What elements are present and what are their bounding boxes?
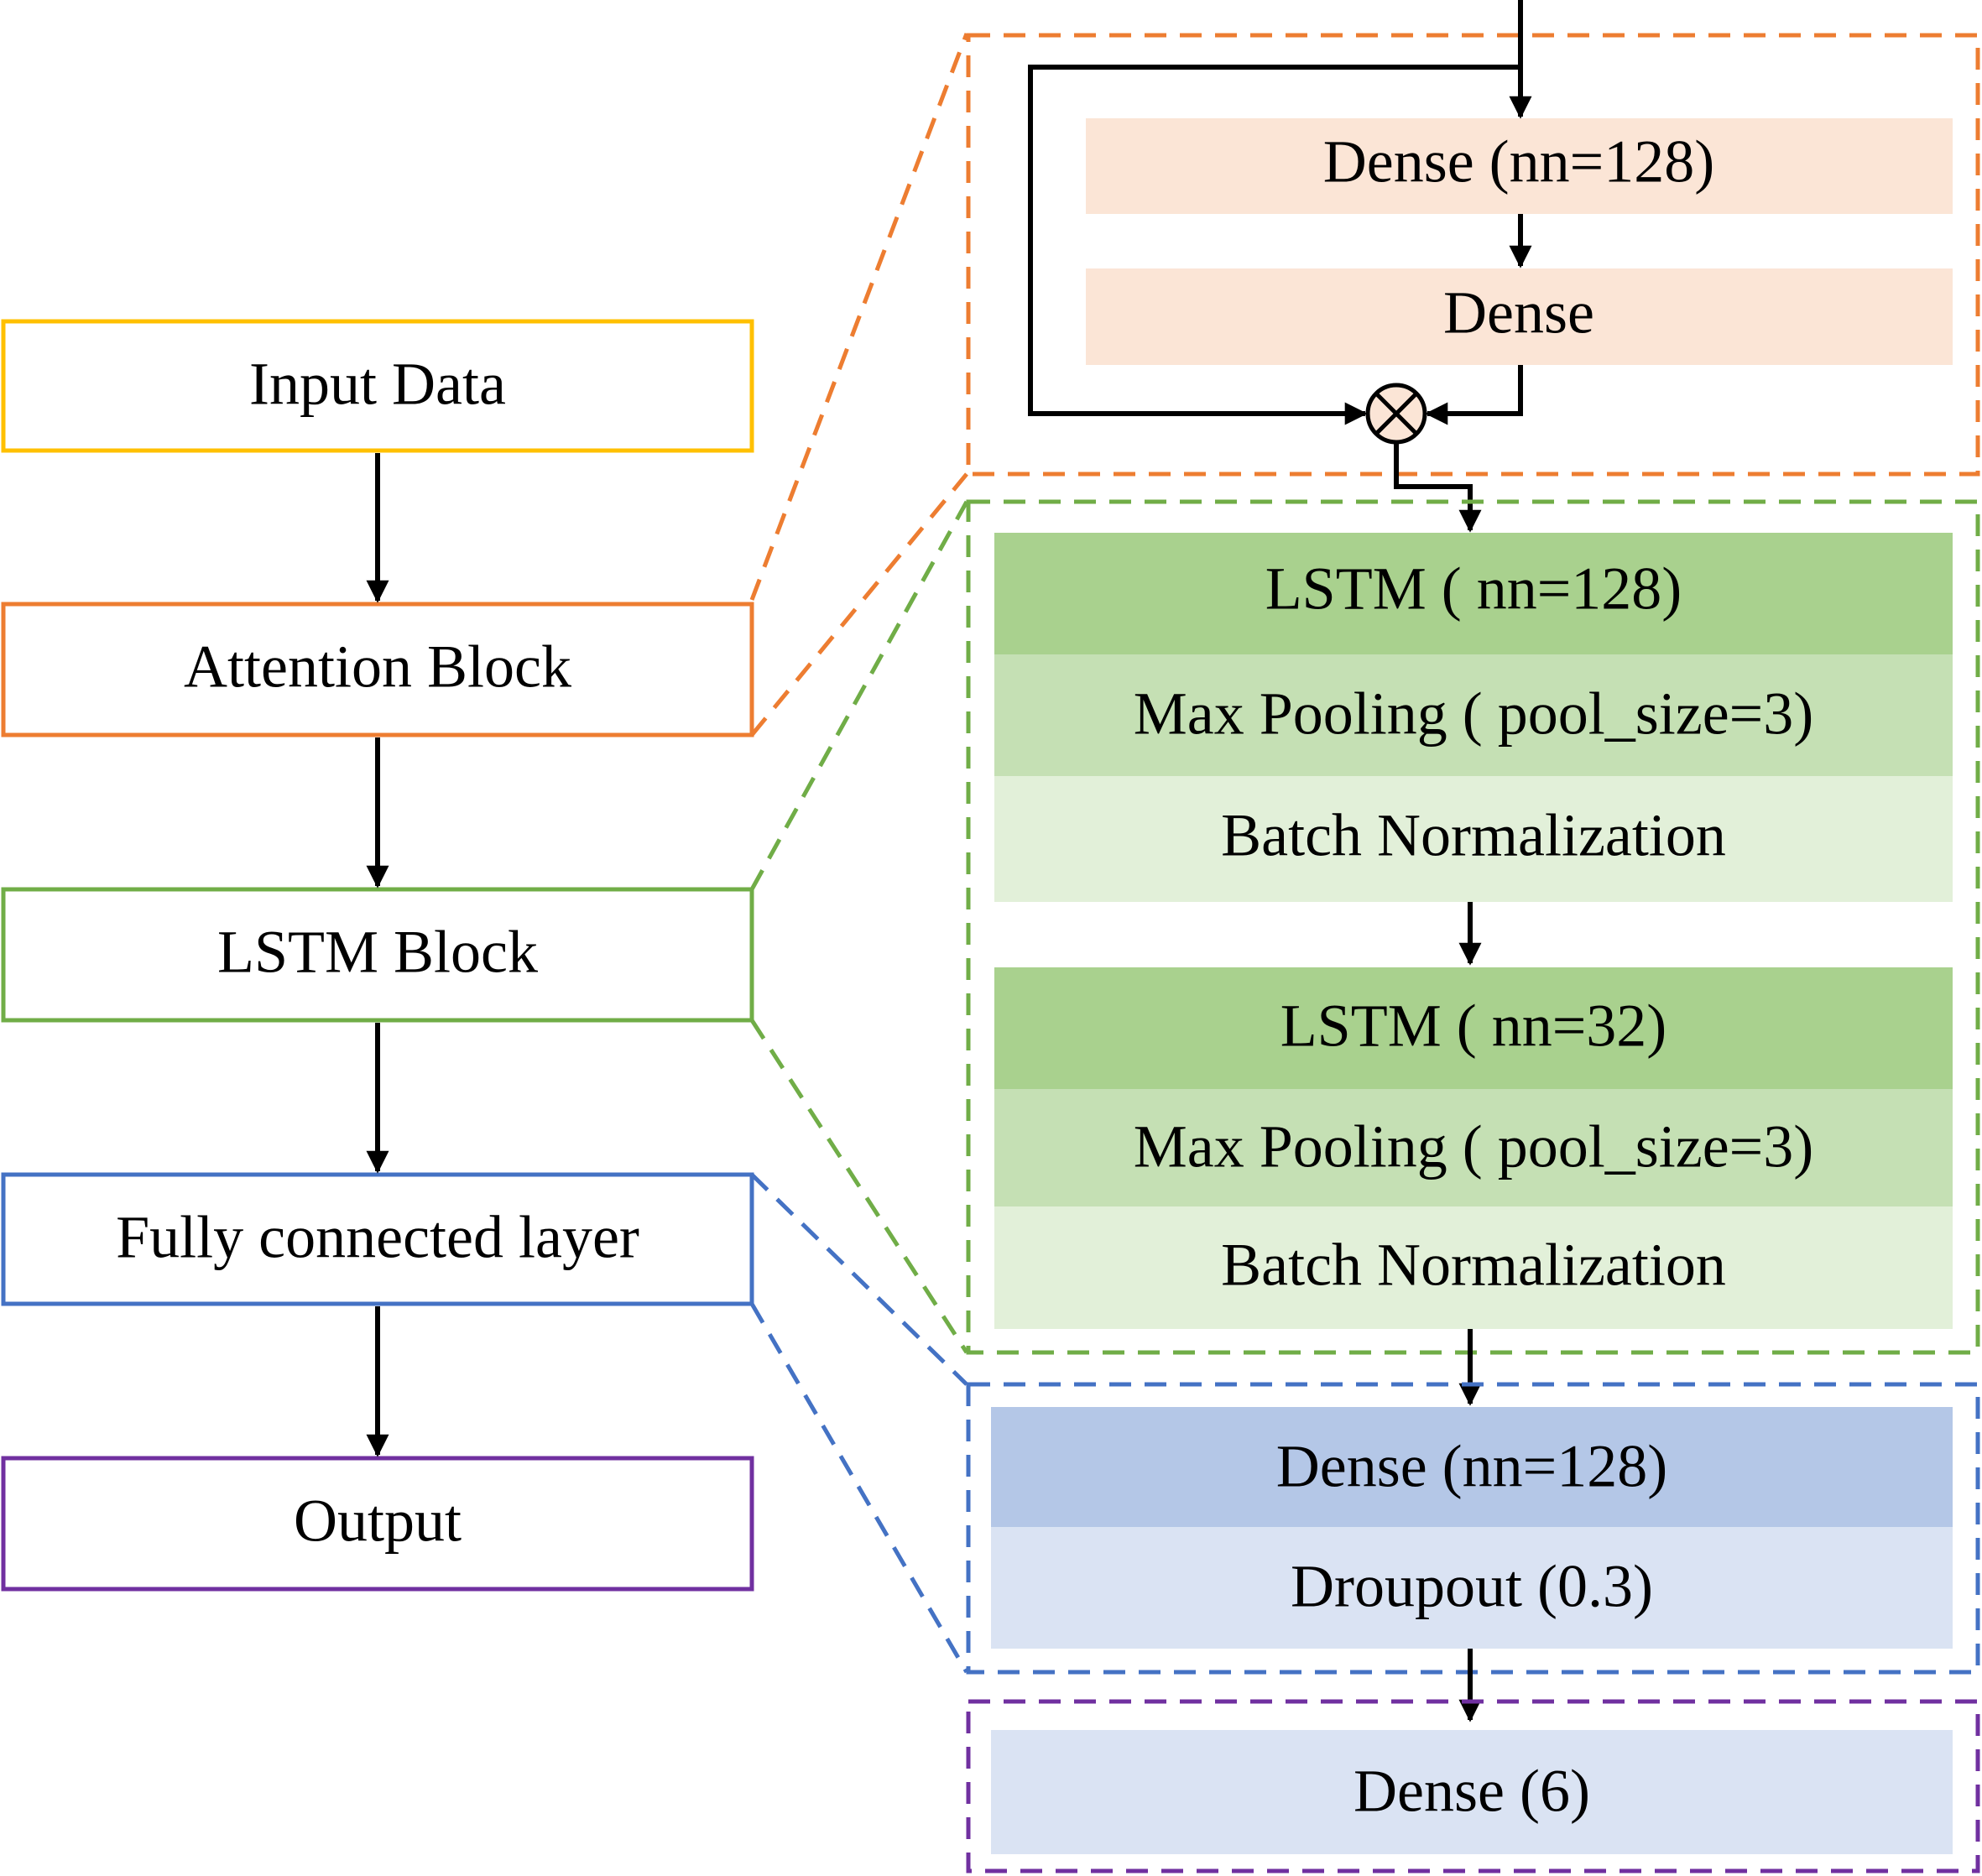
max-pooling-1-label: Max Pooling ( pool_size=3) [1134, 680, 1814, 748]
lstm-32-box [994, 967, 1953, 1089]
fc-detail: Dense (nn=128) Droupout (0.3) [966, 1382, 1980, 1722]
output-dense-6-box [991, 1730, 1953, 1854]
lstm-32-label: LSTM ( nn=32) [1280, 993, 1667, 1060]
multiply-icon [1365, 383, 1427, 445]
lstm-connector-bottom [749, 1019, 969, 1354]
input-data-box [1, 319, 754, 453]
max-pooling-2-box [994, 1089, 1953, 1206]
dropout-label: Droupout (0.3) [1291, 1553, 1653, 1620]
attention-dense-128-box [1086, 118, 1953, 214]
batch-normalization-1-box [994, 776, 1953, 902]
attention-dense-128-label: Dense (nn=128) [1323, 128, 1715, 195]
lstm-detail: LSTM ( nn=128) Max Pooling ( pool_size=3… [966, 499, 1980, 1406]
attention-detail-frame [966, 33, 1980, 477]
attention-dense-label: Dense [1443, 279, 1594, 347]
lstm-block-label: LSTM Block [217, 919, 538, 986]
attention-block-label: Attention Block [184, 633, 571, 701]
batch-normalization-1-label: Batch Normalization [1221, 802, 1726, 869]
zoom-connectors [749, 33, 969, 1674]
lstm-detail-frame [966, 499, 1980, 1355]
output-label: Output [294, 1488, 462, 1555]
output-box [1, 1456, 754, 1592]
fc-dense-128-box [991, 1407, 1953, 1527]
output-detail-frame [966, 1699, 1980, 1873]
fc-detail-frame [966, 1382, 1980, 1675]
fc-connector-bottom [749, 1302, 969, 1674]
dropout-box [991, 1527, 1953, 1649]
output-detail: Dense (6) [966, 1699, 1980, 1873]
max-pooling-2-label: Max Pooling ( pool_size=3) [1134, 1113, 1814, 1180]
lstm-128-label: LSTM ( nn=128) [1265, 555, 1682, 623]
attention-block-box [1, 602, 754, 737]
lstm-128-box [994, 533, 1953, 654]
fc-dense-128-label: Dense (nn=128) [1276, 1433, 1668, 1500]
lstm-block-box [1, 887, 754, 1023]
fully-connected-layer-label: Fully connected layer [116, 1204, 639, 1271]
attention-detail: Dense (nn=128) Dense [966, 0, 1980, 533]
batch-normalization-2-box [994, 1206, 1953, 1329]
fully-connected-layer-box [1, 1172, 754, 1306]
attention-to-lstm-arrow [1394, 442, 1482, 533]
attention-connector-bottom [750, 472, 968, 737]
attention-skip-connection [1028, 65, 1520, 425]
output-dense-6-label: Dense (6) [1353, 1758, 1590, 1825]
attention-dense-box [1086, 268, 1953, 365]
max-pooling-1-box [994, 654, 1953, 776]
lstm-connector-top [749, 500, 969, 891]
flow-chart: Input Data Attention Block LSTM Block Fu… [1, 319, 754, 1592]
attention-connector-top [749, 33, 969, 601]
input-data-label: Input Data [249, 351, 506, 418]
batch-normalization-2-label: Batch Normalization [1221, 1232, 1726, 1299]
fc-connector-top [750, 1173, 968, 1386]
attention-dense-to-multiply-arrow [1425, 365, 1523, 425]
